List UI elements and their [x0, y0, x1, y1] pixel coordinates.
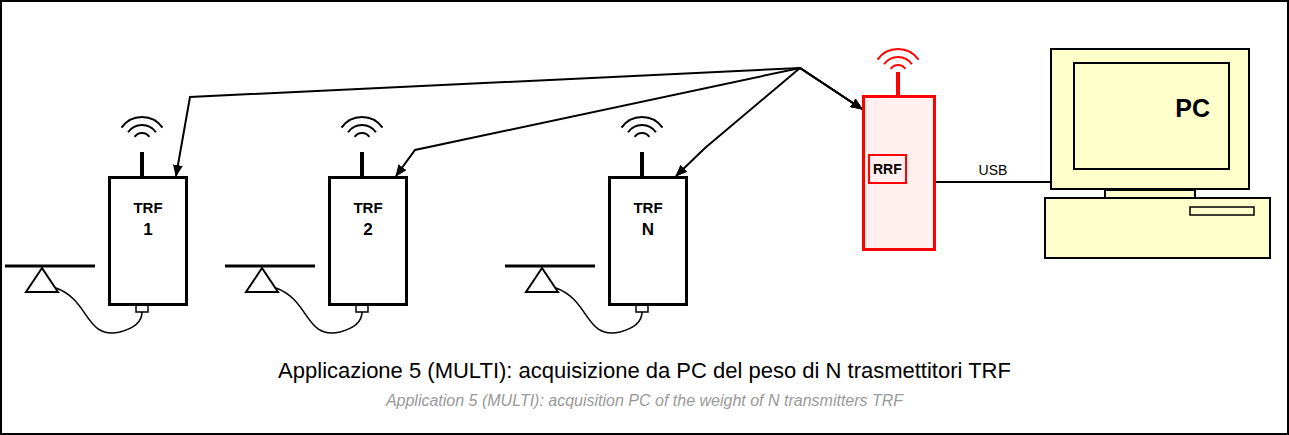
box-number: N	[611, 220, 685, 240]
box-number: 2	[331, 220, 405, 240]
radio-wave	[884, 57, 912, 64]
radio-wave	[635, 133, 650, 137]
radio-wave	[878, 49, 919, 60]
box-label: TRF	[111, 199, 185, 216]
transmitter-box: TRF N	[608, 176, 688, 306]
caption: Applicazione 5 (MULTI): acquisizione da …	[0, 358, 1289, 384]
radio-wave	[628, 125, 656, 132]
radio-wave	[355, 133, 370, 137]
transmitter-box: TRF 1	[108, 176, 188, 306]
radio-waves	[122, 49, 919, 137]
radio-link-arrow	[396, 68, 862, 176]
box-label: TRF	[611, 199, 685, 216]
box-screws	[113, 100, 930, 300]
antenna-mast	[896, 72, 900, 96]
radio-wave	[135, 133, 150, 137]
box-label: RRF	[868, 154, 907, 184]
edge-label: USB	[977, 162, 1010, 178]
drive-slot	[1190, 207, 1254, 215]
usb-cable	[936, 181, 1050, 183]
radio-wave	[891, 65, 906, 69]
scale-symbol	[5, 266, 595, 292]
box-label: TRF	[331, 199, 405, 216]
radio-wave	[348, 125, 376, 132]
radio-link-arrow	[676, 68, 862, 176]
antenna-mast	[142, 152, 642, 178]
box-number: 1	[111, 220, 185, 240]
radio-wave	[622, 117, 663, 128]
receiver-box: RRF	[862, 95, 936, 251]
box-label: PC	[1175, 94, 1210, 123]
monitor-stand	[1105, 190, 1195, 198]
pc-monitor: PC	[1050, 48, 1250, 190]
radio-wave	[122, 117, 163, 128]
cable-connector	[136, 305, 648, 312]
radio-wave	[342, 117, 383, 128]
radio-link-arrow	[176, 68, 862, 176]
radio-wave	[128, 125, 156, 132]
caption-translation: Application 5 (MULTI): acquisition PC of…	[0, 392, 1289, 410]
computer-case	[1045, 198, 1270, 258]
transmitter-box: TRF 2	[328, 176, 408, 306]
